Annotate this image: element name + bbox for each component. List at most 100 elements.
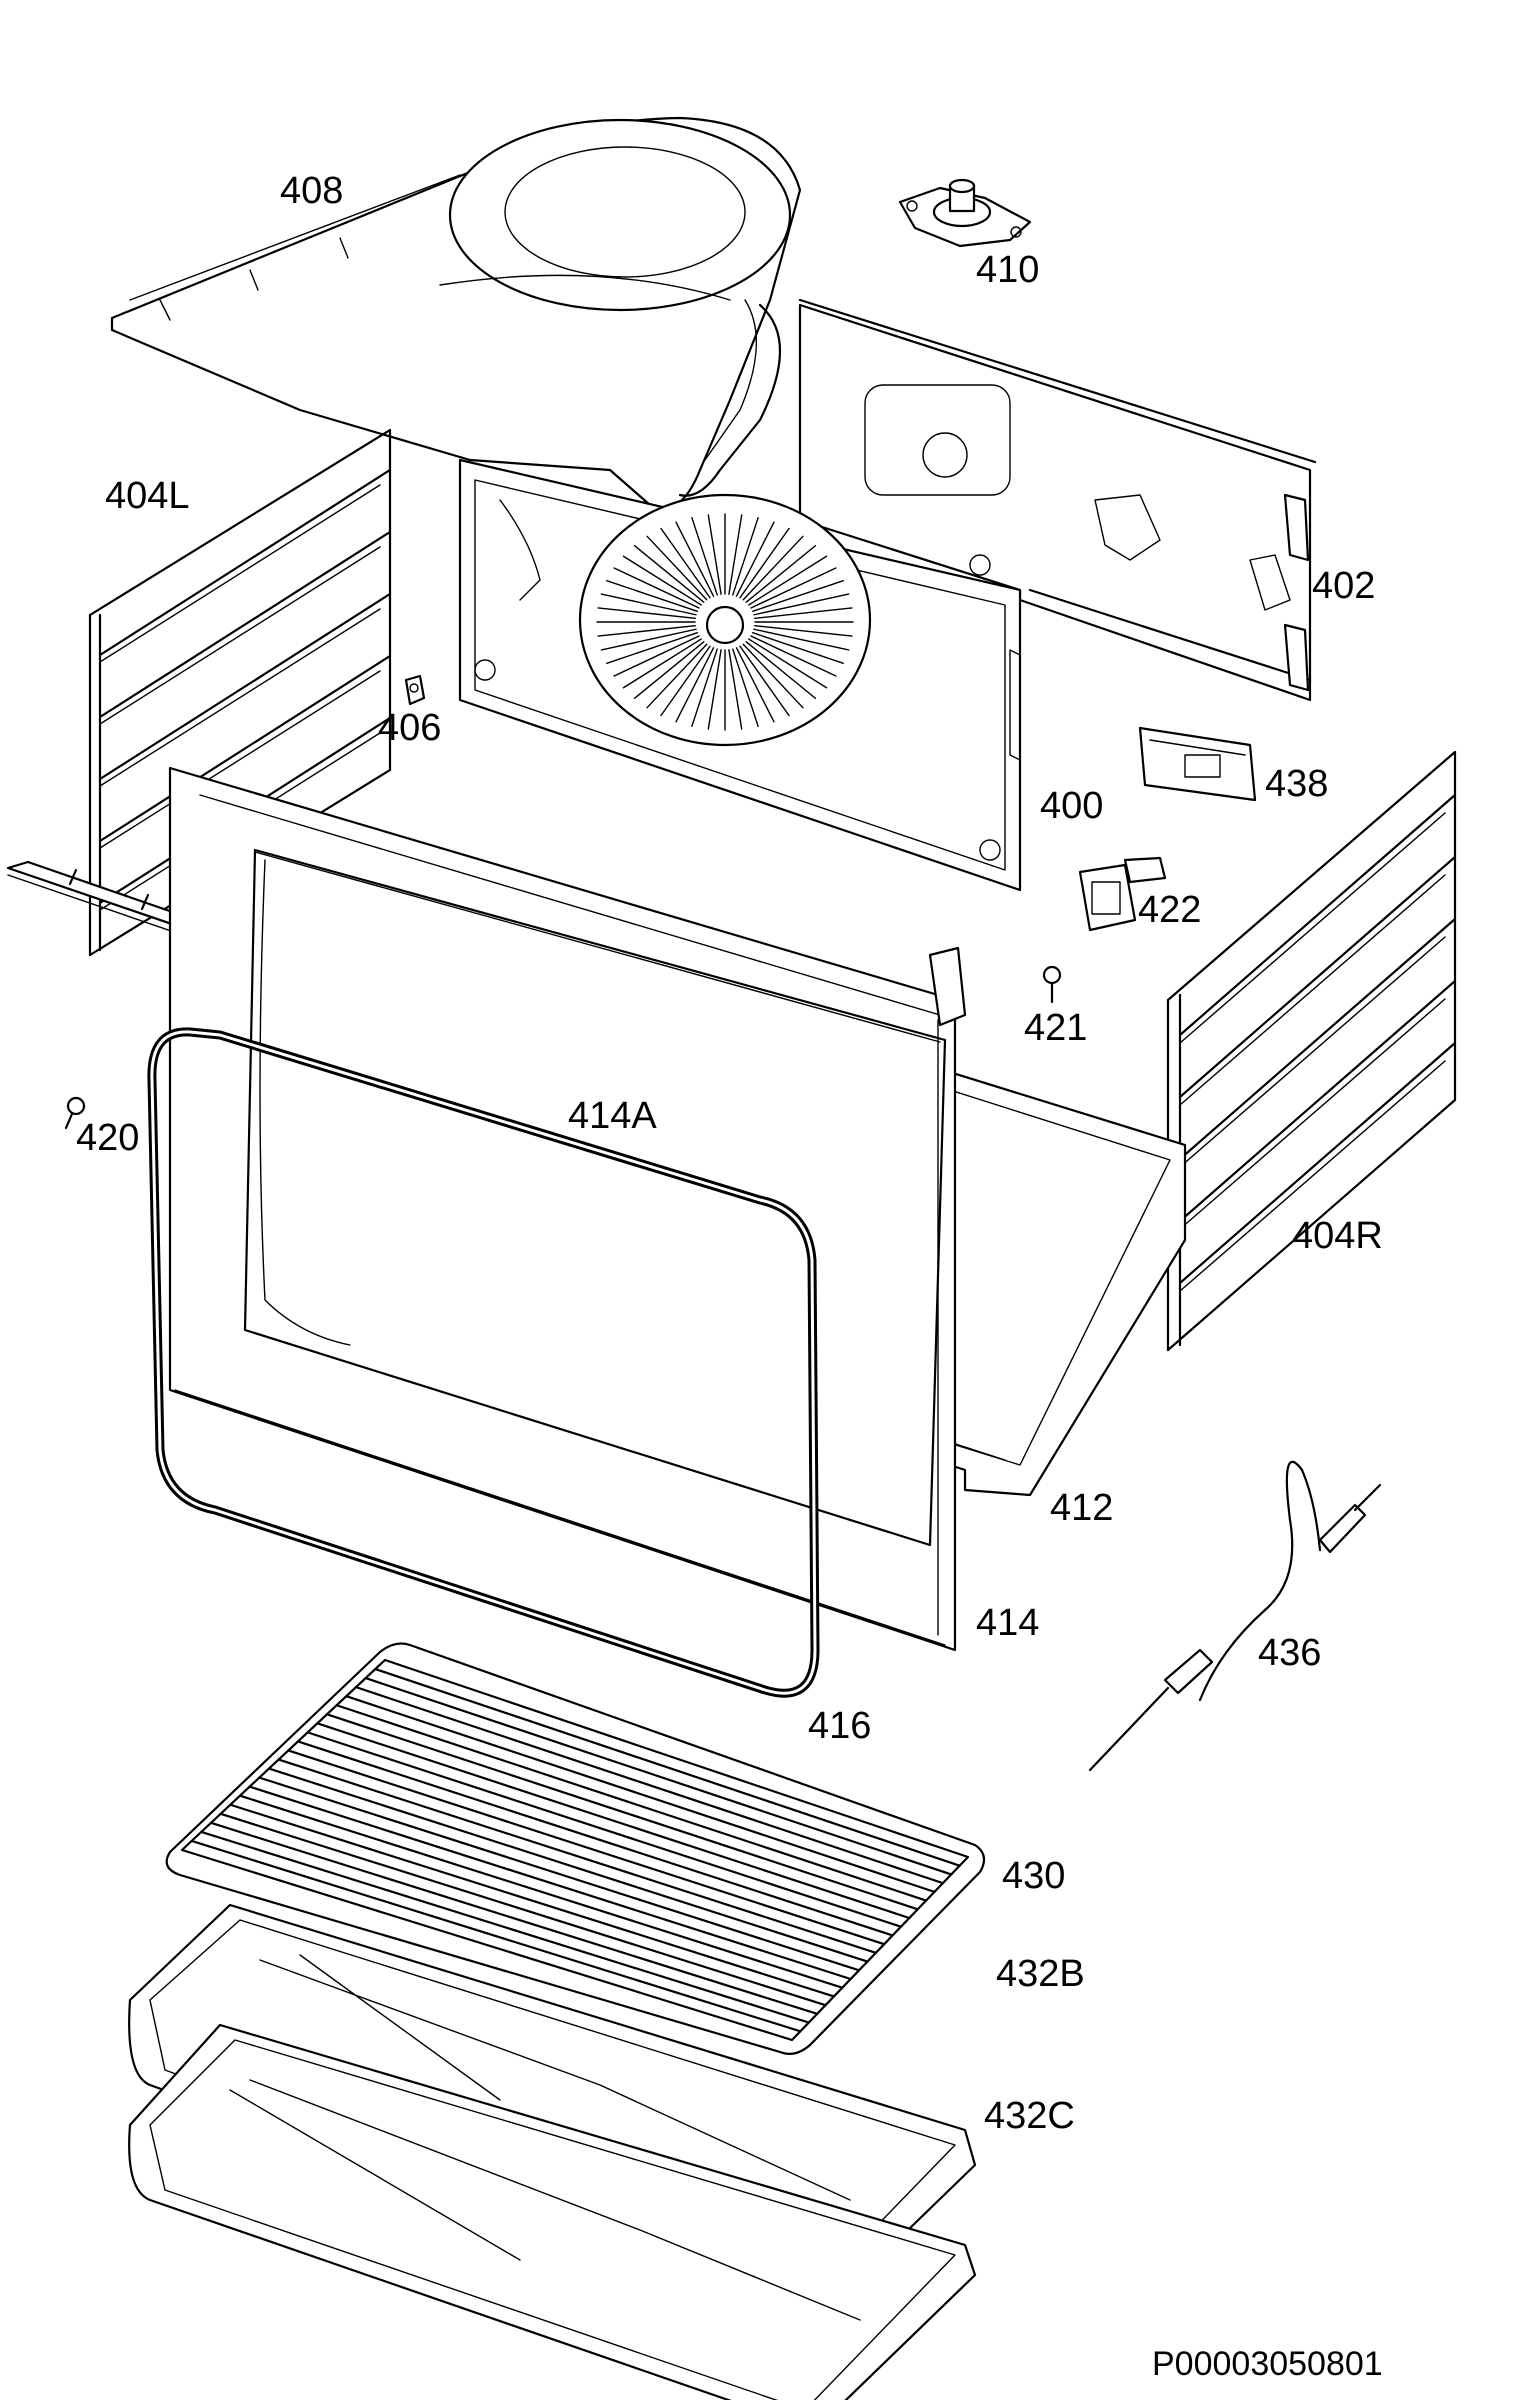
shelf-wire	[296, 1740, 894, 1937]
grille-slot	[752, 579, 844, 612]
part-430-wire-shelf	[165, 1642, 986, 2055]
fan-grille	[596, 513, 854, 731]
callout-414: 414	[976, 1602, 1039, 1644]
shelf-wire	[229, 1803, 836, 1998]
shelf-rung-edge	[99, 670, 381, 849]
callout-404L: 404L	[105, 475, 190, 517]
part-420-screw	[64, 1096, 86, 1130]
grille-slot	[613, 635, 700, 677]
part-421-screw	[1042, 965, 1062, 1004]
trim-tab	[140, 893, 150, 911]
callout-408: 408	[280, 170, 343, 212]
grille-slot	[735, 521, 775, 597]
shelf-wire	[200, 1830, 810, 2024]
shelf-rung	[98, 530, 392, 719]
grille-slot	[748, 638, 828, 689]
document-number: P00003050801	[1152, 2345, 1383, 2383]
callout-414A: 414A	[568, 1095, 657, 1137]
grille-slot	[752, 632, 844, 665]
grille-slot	[613, 567, 700, 609]
part-422-lamp-holder	[1078, 856, 1167, 932]
callout-432B: 432B	[996, 1953, 1085, 1995]
callout-402: 402	[1312, 565, 1375, 607]
grille-slot	[622, 555, 702, 606]
shelf-rung-edge	[1179, 1060, 1446, 1292]
grille-slot	[754, 607, 853, 620]
shelf-rung-edge	[1179, 874, 1446, 1106]
part-408-fan-cover	[110, 116, 802, 510]
grille-slot	[660, 645, 711, 717]
shelf-wire	[190, 1839, 802, 2033]
shelf-wire	[267, 1767, 869, 1963]
grille-slot	[675, 647, 715, 723]
shelf-wire	[209, 1821, 819, 2015]
grille-slot	[754, 624, 853, 637]
grille-slot	[728, 514, 743, 595]
shelf-wire-bars	[190, 1667, 961, 2033]
grille-slot	[691, 516, 718, 596]
grille-slot	[707, 514, 722, 595]
callout-430: 430	[1002, 1855, 1065, 1897]
shelf-wire	[354, 1686, 944, 1885]
grille-slot	[739, 527, 790, 599]
grille-slot	[750, 635, 837, 677]
part-414-front-frame	[168, 766, 967, 1652]
shelf-rung	[98, 592, 392, 781]
trim-tab	[68, 868, 78, 886]
grille-slot	[606, 632, 698, 665]
shelf-wire	[238, 1794, 844, 1989]
shelf-rung	[1178, 917, 1457, 1161]
grille-slot	[745, 641, 817, 700]
shelf-wire	[258, 1776, 861, 1972]
grille-slot	[748, 555, 828, 606]
part-410-fan-motor	[898, 178, 1032, 248]
shelf-rung-edge	[99, 608, 381, 787]
shelf-wire	[277, 1758, 877, 1954]
part-432C-deep-tray	[128, 2023, 977, 2400]
grille-slot	[728, 649, 743, 730]
shelf-wire	[248, 1785, 852, 1981]
grille-slot	[742, 535, 804, 601]
shelf-rung	[98, 468, 392, 657]
grille-slot	[745, 544, 817, 603]
shelf-wire	[374, 1667, 961, 1867]
shelf-rung	[1178, 793, 1457, 1037]
shelf-rung	[1178, 855, 1457, 1099]
shelf-wire	[316, 1722, 911, 1920]
shelf-rung	[1178, 979, 1457, 1223]
grille-slot	[597, 624, 696, 637]
shelf-rung-edge	[1179, 936, 1446, 1168]
grille-slot	[600, 628, 697, 651]
callout-404R: 404R	[1292, 1215, 1383, 1257]
shelf-rung-edge	[1179, 998, 1446, 1230]
part-400-fan-panel	[458, 458, 1022, 892]
callout-412: 412	[1050, 1487, 1113, 1529]
callout-labels: 408 410 404L 402 406 438 400 422 421 414…	[76, 170, 1383, 2137]
callout-400: 400	[1040, 785, 1103, 827]
grille-slot	[660, 527, 711, 599]
callout-422: 422	[1138, 889, 1201, 931]
grille-slot	[739, 645, 790, 717]
callout-410: 410	[976, 249, 1039, 291]
grille-slot	[600, 593, 697, 616]
grille-slot	[606, 579, 698, 612]
callout-432C: 432C	[984, 2095, 1075, 2137]
shelf-wire	[306, 1731, 903, 1928]
shelf-wire	[325, 1713, 919, 1911]
grille-slot	[622, 638, 702, 689]
shelf-rung-edge	[1179, 812, 1446, 1044]
grille-slot	[675, 521, 715, 597]
callout-421: 421	[1024, 1007, 1087, 1049]
callout-420: 420	[76, 1117, 139, 1159]
callout-436: 436	[1258, 1632, 1321, 1674]
part-436-meat-probe	[1088, 1460, 1382, 1772]
grille-slot	[597, 607, 696, 620]
shelf-wire	[219, 1812, 827, 2007]
grille-slot	[750, 567, 837, 609]
grille-slot	[691, 648, 718, 728]
callout-406: 406	[378, 707, 441, 749]
grille-slot	[707, 649, 722, 730]
shelf-wire	[335, 1704, 928, 1902]
part-416-door-gasket	[147, 1027, 820, 1698]
